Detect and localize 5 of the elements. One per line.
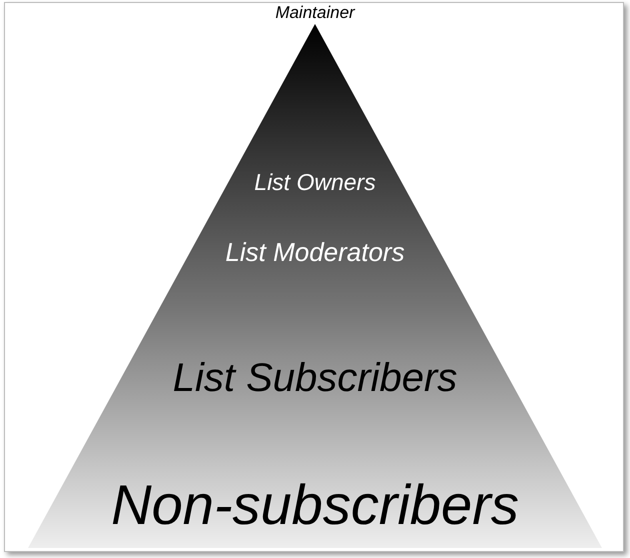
tier-label: List Moderators [225, 238, 405, 267]
tier-label: List Subscribers [172, 356, 458, 400]
tier-label: Non-subscribers [111, 474, 519, 536]
tier-label: List Owners [254, 170, 376, 196]
apex-label: Maintainer [275, 4, 355, 23]
